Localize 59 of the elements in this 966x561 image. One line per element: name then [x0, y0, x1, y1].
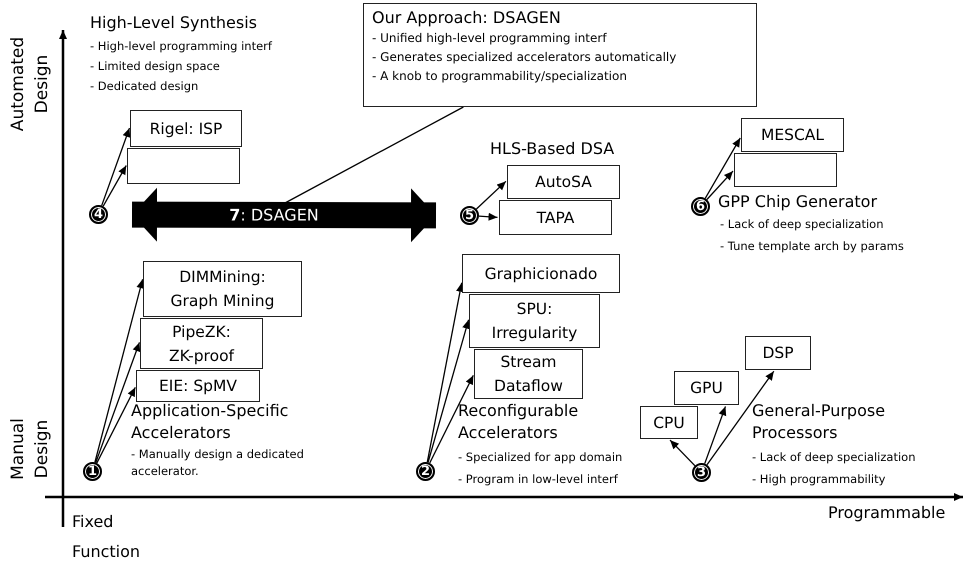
- arrow: [95, 342, 140, 463]
- system-box: EIE: SpMV: [136, 370, 260, 402]
- category-heading: Application-Specific Accelerators: [131, 400, 290, 444]
- arrow: [102, 165, 127, 207]
- arrow: [704, 138, 741, 199]
- arrow: [670, 440, 696, 466]
- arrow: [478, 212, 498, 221]
- bullet-note: - Program in low-level interf: [458, 471, 618, 488]
- double-arrow: [132, 188, 436, 242]
- bullet-note: - High programmability: [752, 471, 886, 488]
- step-number: 3: [692, 463, 711, 482]
- bullet-note: - Limited design space: [90, 58, 220, 75]
- step-number: 2: [416, 462, 435, 481]
- bullet-note: - Lack of deep specialization: [720, 216, 884, 233]
- category-heading: Reconfigurable Accelerators: [458, 400, 580, 444]
- category-heading: High-Level Synthesis: [90, 12, 258, 34]
- category-heading: GPP Chip Generator: [718, 191, 878, 213]
- bullet-note: - Manually design a dedicated accelerator.: [131, 446, 305, 480]
- bullet-note: - Dedicated design: [90, 78, 198, 95]
- system-box: Graphicionado: [462, 254, 620, 293]
- empty-box: [127, 148, 240, 184]
- axis-label: Manual Design: [7, 417, 53, 482]
- axis-label: Fixed Function: [72, 511, 142, 561]
- arrow: [429, 375, 474, 464]
- system-box: TAPA: [499, 200, 612, 235]
- category-heading: General-Purpose Processors: [752, 400, 886, 444]
- bullet-note: - High-level programming interf: [90, 38, 272, 55]
- step-number: 1: [83, 462, 102, 481]
- step-number: 5: [460, 206, 479, 225]
- system-box: GPU: [674, 371, 739, 405]
- arrow: [706, 370, 774, 466]
- system-box: CPU: [640, 406, 698, 439]
- system-box: DSP: [745, 336, 811, 370]
- axis-label: Automated Design: [7, 36, 53, 134]
- system-box: AutoSA: [507, 165, 620, 199]
- category-heading: HLS-Based DSA: [490, 138, 614, 160]
- arrow: [426, 282, 464, 462]
- system-box: Stream Dataflow: [474, 349, 583, 399]
- step-number: 6: [691, 197, 710, 216]
- empty-box: [734, 153, 837, 187]
- system-box: MESCAL: [741, 118, 844, 152]
- arrow: [96, 387, 136, 464]
- arrow: [94, 279, 144, 462]
- system-box: PipeZK: ZK-proof: [140, 318, 263, 369]
- arrow: [706, 170, 734, 200]
- callout-box: Our Approach: DSAGEN - Unified high-level programming interf - Generates specialized accelerators automatically - A knob to programmability/specialization: [363, 3, 757, 107]
- arrow: [704, 406, 726, 464]
- arrow: [427, 320, 470, 463]
- leader-line: [284, 106, 464, 204]
- system-box: SPU: Irregularity: [469, 294, 600, 348]
- system-box: Rigel: ISP: [130, 110, 242, 147]
- arrow: [101, 128, 130, 206]
- bullet-note: - Lack of deep specialization: [752, 449, 916, 466]
- step-number: 4: [89, 205, 108, 224]
- system-box: DIMMining: Graph Mining: [143, 261, 302, 317]
- bullet-note: - Specialized for app domain: [458, 449, 622, 466]
- bullet-note: - Tune template arch by params: [720, 238, 904, 255]
- arrow: [476, 180, 506, 210]
- axis-label: Programmable: [828, 502, 946, 524]
